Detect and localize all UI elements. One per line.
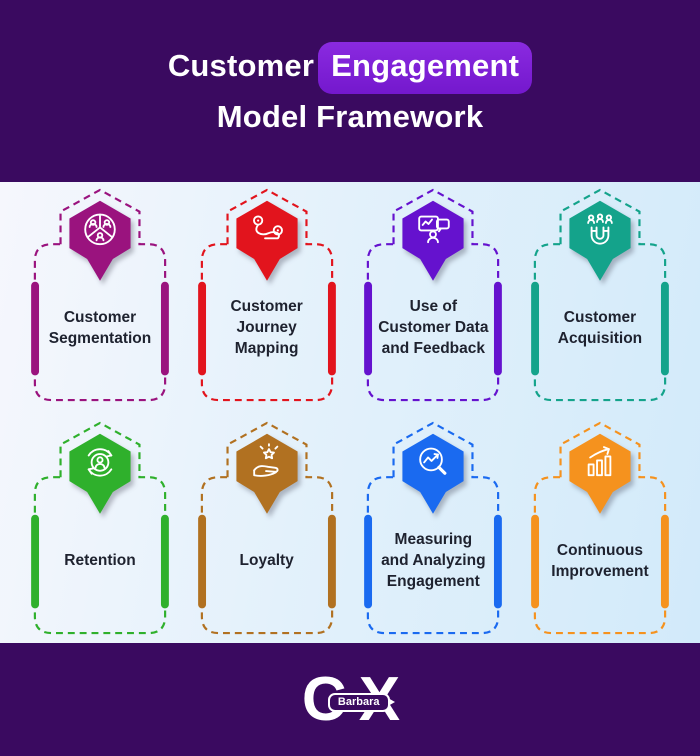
logo-speech-bubble: Barbara	[327, 692, 395, 712]
card-label: Continuous Improvement	[551, 541, 649, 580]
card-customer-acquisition: Customer Acquisition	[526, 183, 674, 410]
card-frame	[531, 421, 669, 634]
card-measuring-analyzing-engagement: Measuring and Analyzing Engagement	[359, 416, 507, 643]
card-use-of-customer-data-and-feedback: Use of Customer Data and Feedback	[359, 183, 507, 410]
acquisition-magnet-icon	[587, 212, 613, 245]
retention-icon	[87, 447, 113, 477]
card-loyalty: Loyalty	[193, 416, 341, 643]
improvement-icon	[587, 445, 612, 476]
footer: C X Barbara	[0, 643, 700, 756]
card-customer-segmentation: Customer Segmentation	[26, 183, 174, 410]
card-label: Customer Acquisition	[557, 308, 643, 347]
cards-grid: Customer Segmentation Customer Journey M…	[0, 182, 700, 643]
brand-logo: C X Barbara	[302, 668, 400, 731]
title-highlight-pill: Engagement	[318, 41, 533, 94]
card-continuous-improvement: Continuous Improvement	[526, 416, 674, 643]
card-frame	[364, 421, 503, 634]
card-frame	[197, 421, 336, 634]
card-label: Customer Segmentation	[48, 308, 152, 347]
title-word: Customer	[167, 47, 315, 83]
card-label: Loyalty	[239, 552, 294, 570]
segmentation-icon	[84, 213, 116, 245]
journey-mapping-icon	[252, 214, 283, 239]
measuring-icon	[419, 447, 447, 475]
data-feedback-icon	[418, 215, 451, 243]
card-label: Use of Customer Data and Feedback	[378, 298, 489, 357]
card-frame	[531, 188, 669, 401]
card-frame	[197, 188, 336, 401]
card-label: Customer Journey Mapping	[230, 298, 303, 357]
card-frame	[31, 188, 169, 401]
card-label: Measuring and Analyzing Engagement	[381, 531, 486, 590]
title-line2: Model Framework	[216, 99, 484, 134]
card-label: Retention	[64, 552, 136, 570]
card-frame	[31, 421, 169, 634]
card-customer-journey-mapping: Customer Journey Mapping	[193, 183, 341, 410]
loyalty-icon	[252, 442, 279, 477]
card-frame	[364, 188, 503, 401]
card-retention: Retention	[26, 416, 174, 643]
